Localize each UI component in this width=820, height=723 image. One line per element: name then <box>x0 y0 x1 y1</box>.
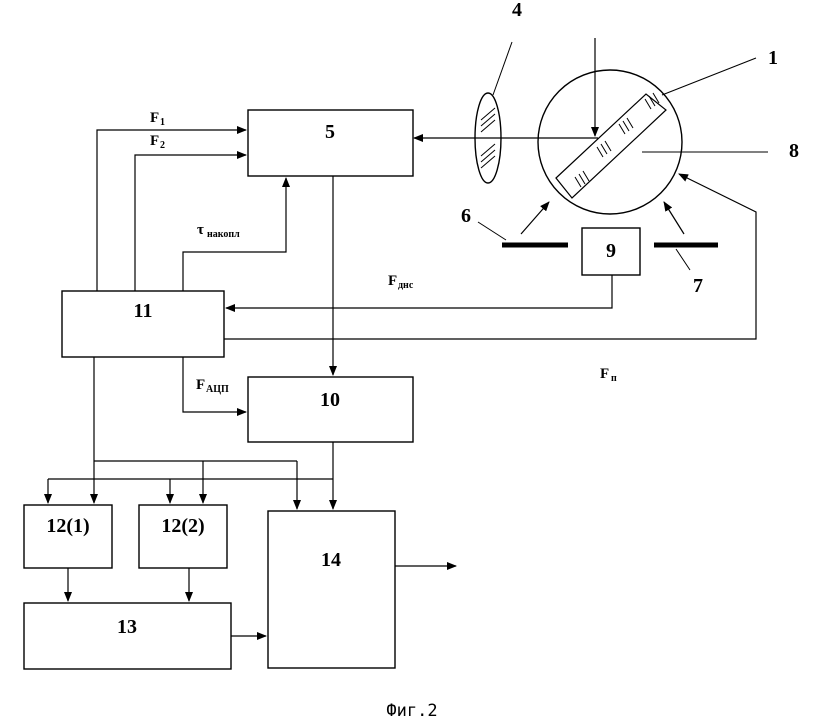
callout-leaders <box>477 41 768 271</box>
signal-fdns: F днс <box>388 273 414 291</box>
svg-text:2: 2 <box>160 140 165 151</box>
svg-text:F: F <box>150 133 159 149</box>
block-9-label: 9 <box>606 240 616 262</box>
svg-text:накопл: накопл <box>207 229 240 240</box>
signal-f1: F 1 <box>150 110 165 128</box>
block-14-label: 14 <box>321 549 341 571</box>
block-11-label: 11 <box>134 300 153 322</box>
svg-text:днс: днс <box>398 280 414 291</box>
signal-fp: F п <box>600 366 617 384</box>
block-12-1-label: 12(1) <box>46 515 89 537</box>
arrow-7 <box>663 201 685 235</box>
signal-fadc: F АЦП <box>196 377 229 395</box>
callout-8: 8 <box>789 140 799 162</box>
svg-text:п: п <box>611 373 617 384</box>
svg-text:F: F <box>388 273 397 289</box>
svg-text:F: F <box>196 377 205 393</box>
signal-tau: τ накопл <box>197 222 240 240</box>
block-9 <box>581 227 641 276</box>
block-12-2 <box>138 504 228 569</box>
callout-7: 7 <box>693 275 703 297</box>
arrow-6 <box>520 201 550 235</box>
svg-text:F: F <box>600 366 609 382</box>
svg-text:АЦП: АЦП <box>206 384 229 395</box>
svg-text:F: F <box>150 110 159 126</box>
signal-f2: F 2 <box>150 133 165 151</box>
block-11 <box>61 290 225 358</box>
rotor-disk <box>537 69 683 215</box>
callout-4: 4 <box>512 0 522 21</box>
block-13-label: 13 <box>117 616 137 638</box>
callout-6: 6 <box>461 205 471 227</box>
block-14 <box>267 510 396 669</box>
wires <box>44 126 757 640</box>
callout-1: 1 <box>768 47 778 69</box>
block-5-label: 5 <box>325 121 335 143</box>
svg-text:τ: τ <box>197 222 204 238</box>
svg-text:1: 1 <box>160 117 165 128</box>
block-5 <box>247 109 414 177</box>
block-10-label: 10 <box>320 389 340 411</box>
block-12-2-label: 12(2) <box>161 515 204 537</box>
figure-caption: Фиг.2 <box>386 701 437 721</box>
block-10 <box>247 376 414 443</box>
